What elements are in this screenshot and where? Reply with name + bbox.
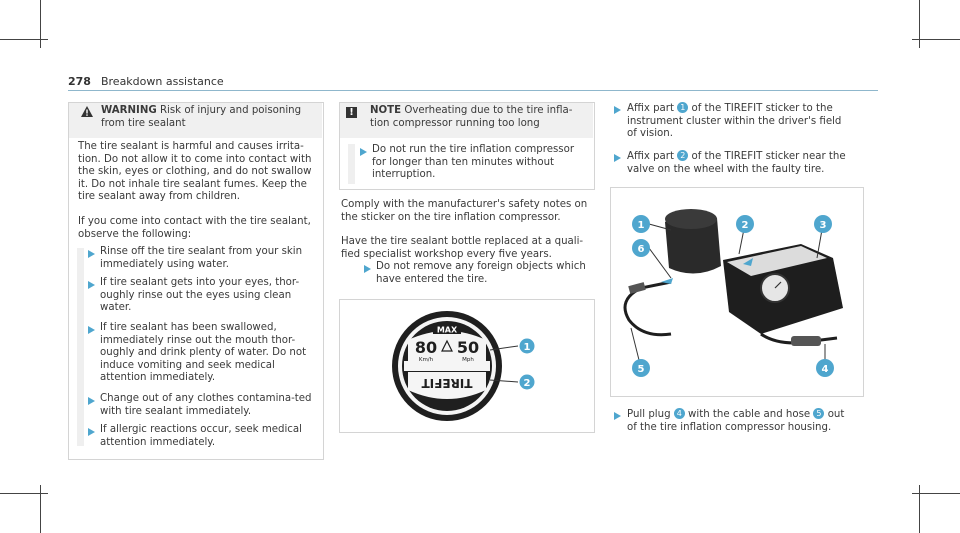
- step-text: Affix part: [627, 151, 674, 162]
- step-text: with the cable and hose: [688, 409, 811, 420]
- header-rule: [68, 90, 878, 91]
- note-label: NOTE: [370, 105, 402, 116]
- crop-mark: [912, 39, 960, 40]
- sticker-warning-icon: [441, 339, 453, 352]
- step-bar: [348, 144, 355, 184]
- sticker-brand: TIREFIT: [421, 376, 473, 390]
- arrow-icon: [614, 412, 621, 420]
- crop-mark: [912, 493, 960, 494]
- step-bar: [77, 248, 84, 446]
- arrow-icon: [614, 154, 621, 162]
- callout-1: 1: [524, 342, 531, 353]
- compressor-image: 1 2 3 6 5 4: [623, 209, 843, 377]
- warning-icon: [81, 106, 93, 117]
- callout-badge: 2: [677, 150, 689, 161]
- warning-body-1: The tire sealant is harmful and causes i…: [78, 141, 312, 203]
- step-text: of the TIREFIT sticker to the instrument…: [627, 103, 842, 140]
- crop-mark: [40, 485, 41, 533]
- warning-step: If allergic reactions occur, seek medica…: [100, 424, 302, 448]
- step-text: Affix part: [627, 103, 674, 114]
- step-text: Pull plug: [627, 409, 671, 420]
- middle-para-1: Comply with the manufacturer's safety no…: [341, 199, 588, 223]
- warning-title-bar: [69, 103, 322, 138]
- arrow-icon: [88, 397, 95, 405]
- callout-5: 5: [638, 364, 645, 375]
- sticker-max: MAX: [437, 326, 458, 335]
- arrow-icon: [364, 265, 371, 273]
- warning-title-text: Risk of injury and poisoning from tire s…: [101, 105, 302, 129]
- callout-3: 3: [820, 220, 827, 231]
- warning-step: Change out of any clothes contamina-ted …: [100, 393, 312, 417]
- note-icon: !: [346, 107, 357, 118]
- warning-box: [68, 102, 324, 460]
- right-step-2: Affix part 2 of the TIREFIT sticker near…: [627, 150, 852, 176]
- callout-1: 1: [638, 220, 645, 231]
- warning-step: If tire sealant has been swallowed, imme…: [100, 322, 307, 384]
- sticker-mph-value: 50: [457, 338, 479, 357]
- warning-label: WARNING: [101, 105, 157, 116]
- step-text: of the TIREFIT sticker near the valve on…: [627, 151, 846, 175]
- callout-badge: 4: [673, 408, 685, 419]
- note-title-bar: [340, 103, 593, 138]
- page-header: 278 Breakdown assistance: [68, 75, 224, 88]
- note-box: [339, 102, 595, 190]
- middle-para-2: Have the tire sealant bottle replaced at…: [341, 236, 584, 260]
- warning-step: If tire sealant gets into your eyes, tho…: [100, 277, 300, 314]
- warning-body-2: If you come into contact with the tire s…: [78, 216, 311, 240]
- arrow-icon: [88, 250, 95, 258]
- crop-mark: [0, 493, 48, 494]
- note-title-text: Overheating due to the tire infla-tion c…: [370, 105, 573, 129]
- sticker-kmh-value: 80: [415, 338, 437, 357]
- crop-mark: [0, 39, 48, 40]
- sticker-mph-unit: Mph: [462, 357, 474, 363]
- callout-6: 6: [638, 244, 645, 255]
- crop-mark: [919, 0, 920, 48]
- note-title: NOTE Overheating due to the tire infla-t…: [370, 105, 585, 130]
- crop-mark: [919, 485, 920, 533]
- arrow-icon: [614, 106, 621, 114]
- sticker-figure: MAX 80 50 Km/h Mph TIREFIT 1 2: [339, 299, 595, 433]
- section-title: Breakdown assistance: [100, 75, 224, 88]
- warning-title: WARNING Risk of injury and poisoning fro…: [101, 105, 316, 130]
- tirefit-sticker-image: MAX 80 50 Km/h Mph TIREFIT 1 2: [392, 311, 536, 421]
- arrow-icon: [88, 428, 95, 436]
- arrow-icon: [360, 148, 367, 156]
- callout-badge: 5: [813, 408, 825, 419]
- arrow-icon: [88, 281, 95, 289]
- middle-step: Do not remove any foreign objects which …: [376, 261, 586, 285]
- compressor-figure: 1 2 3 6 5 4: [610, 187, 864, 397]
- right-step-1: Affix part 1 of the TIREFIT sticker to t…: [627, 102, 852, 141]
- crop-mark: [40, 0, 41, 48]
- callout-2: 2: [524, 378, 531, 389]
- callout-4: 4: [822, 364, 829, 375]
- warning-step: Rinse off the tire sealant from your ski…: [100, 246, 303, 270]
- page-number: 278: [68, 75, 91, 88]
- arrow-icon: [88, 326, 95, 334]
- step-text: out of the tire inflation compressor hou…: [627, 409, 845, 433]
- right-step-3: Pull plug 4 with the cable and hose 5 ou…: [627, 408, 852, 434]
- callout-badge: 1: [677, 102, 689, 113]
- note-step: Do not run the tire inflation compressor…: [372, 144, 575, 181]
- sticker-kmh-unit: Km/h: [419, 357, 434, 363]
- callout-2: 2: [742, 220, 749, 231]
